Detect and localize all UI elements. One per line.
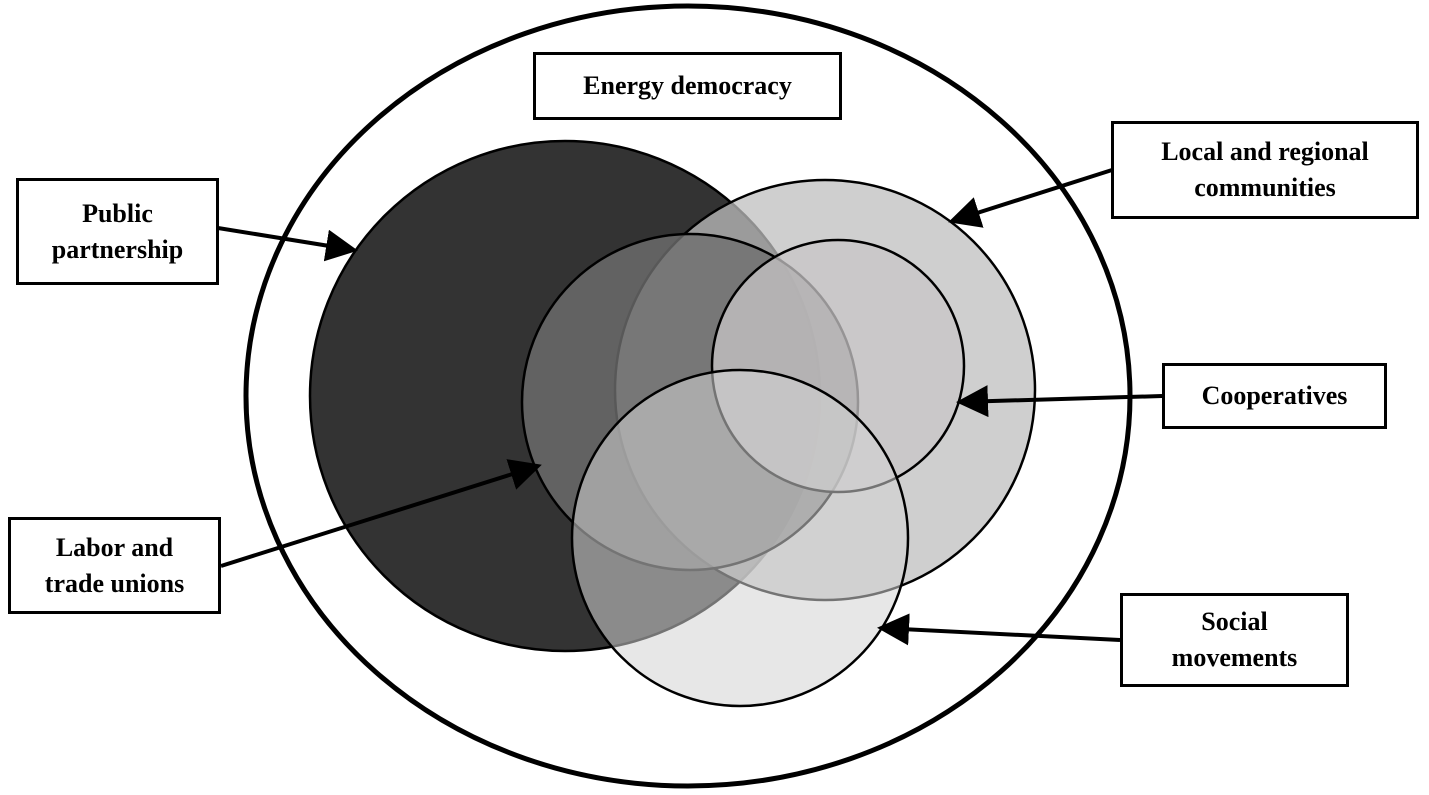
- social-movements-circle: [570, 368, 910, 708]
- labor-trade-unions-label: Labor and trade unions: [8, 517, 221, 614]
- arrow-labor-trade-unions: [220, 459, 542, 568]
- cooperatives-label: Cooperatives: [1162, 363, 1387, 429]
- arrow-cooperatives: [956, 385, 1163, 418]
- arrow-local-regional-communities: [948, 168, 1113, 228]
- energy-democracy-label: Energy democracy: [533, 52, 842, 120]
- local-regional-communities-label: Local and regional communities: [1111, 121, 1419, 219]
- social-movements-label: Social movements: [1120, 593, 1349, 687]
- arrow-social-movements: [877, 613, 1121, 646]
- public-partnership-label: Public partnership: [16, 178, 219, 285]
- arrow-public-partnership: [217, 226, 358, 262]
